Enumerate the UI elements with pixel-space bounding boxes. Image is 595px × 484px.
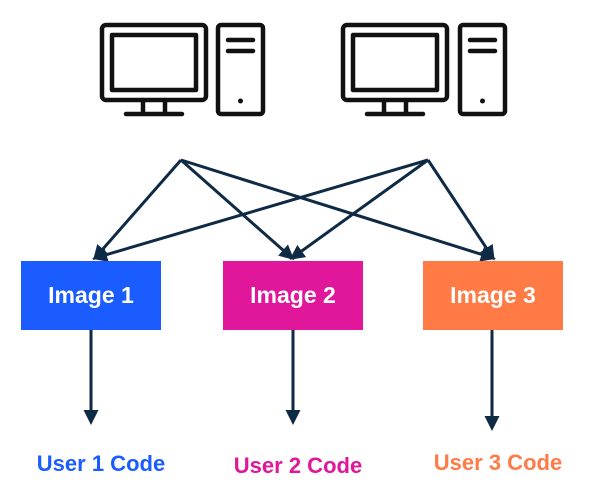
image-3-label: Image 3 xyxy=(450,282,536,308)
monitor-icon xyxy=(340,22,450,117)
arrow-computer1-image2 xyxy=(180,158,295,260)
computer-2-icon xyxy=(340,22,508,117)
user-1-code-label: User 1 Code xyxy=(37,451,165,476)
image-1-node: Image 1 xyxy=(21,261,161,330)
image-2-box xyxy=(223,261,363,330)
tower-icon xyxy=(457,22,508,117)
arrow-computer2-image3 xyxy=(426,159,495,261)
arrow-computer2-image2 xyxy=(289,158,429,260)
computer-1-icon xyxy=(99,22,266,117)
arrow-computer2-image1 xyxy=(92,158,429,262)
user-2-code-label: User 2 Code xyxy=(234,453,362,478)
image-3-box xyxy=(423,261,563,330)
image-1-box xyxy=(21,261,161,330)
monitor-icon xyxy=(99,22,209,117)
user-3-code-label: User 3 Code xyxy=(434,450,562,475)
image-to-code-arrows xyxy=(83,330,500,431)
tower-icon xyxy=(215,22,266,117)
arrow-computer1-image3 xyxy=(180,158,496,262)
image-2-label: Image 2 xyxy=(250,282,336,308)
computer-to-image-arrows xyxy=(92,158,496,262)
arrow-computer1-image1 xyxy=(93,159,183,261)
image-1-label: Image 1 xyxy=(48,282,134,308)
image-2-node: Image 2 xyxy=(223,261,363,330)
image-3-node: Image 3 xyxy=(423,261,563,330)
